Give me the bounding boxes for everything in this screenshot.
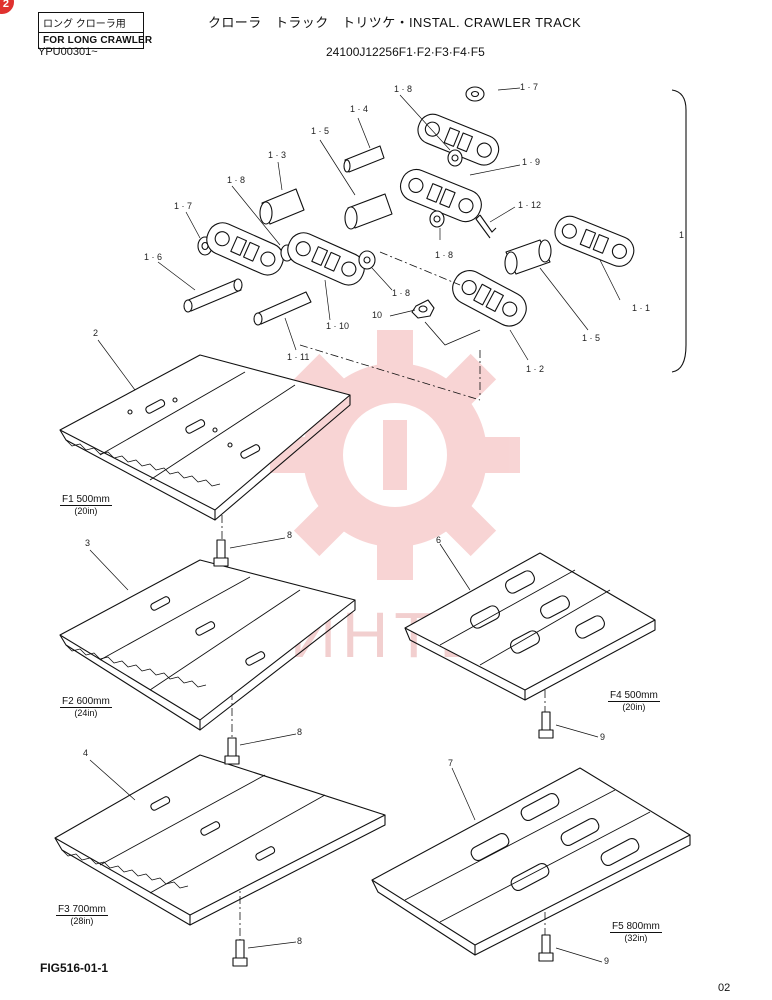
washer-1-8 (447, 149, 463, 167)
callout-2: 2 (93, 328, 99, 338)
pin-1-4 (343, 145, 385, 173)
note-jp: ロング クローラ用 (43, 19, 126, 30)
part-number: 24100J12256F1·F2·F3·F4·F5 (326, 45, 485, 59)
callout-1-7: 1 · 7 (520, 82, 539, 92)
callout-1-2: 1 · 2 (526, 364, 545, 374)
washer-1-7-top (465, 86, 485, 102)
track-link-1-10 (287, 232, 365, 286)
callout-1-3: 1 · 3 (268, 150, 287, 160)
callout-1-8: 1 · 8 (227, 175, 246, 185)
note-en: FOR LONG CRAWLER (39, 32, 152, 48)
shoe-plate-f3 (54, 754, 386, 926)
bolt-8-a (213, 539, 229, 567)
callout-3: 3 (85, 538, 91, 548)
pin-1-6 (183, 278, 243, 313)
shoe-label-f1: F1 500mm (20in) (60, 494, 112, 517)
shoe-inch-f1: (20in) (74, 506, 98, 516)
shoe-size-f1: F1 500mm (60, 494, 112, 506)
assembly-bracket (671, 89, 687, 373)
callout-8: 8 (297, 936, 303, 946)
callout-7: 7 (448, 758, 454, 768)
shoe-label-f4: F4 500mm (20in) (608, 690, 660, 713)
shoe-size-f5: F5 800mm (610, 921, 662, 933)
bushing-right (504, 239, 552, 275)
callout-9: 9 (600, 732, 606, 742)
callout-1-5: 1 · 5 (311, 126, 330, 136)
shoe-label-f5: F5 800mm (32in) (610, 921, 662, 944)
callout-1: 1 (679, 230, 685, 240)
callout-8: 8 (297, 727, 303, 737)
shoe-inch-f4: (20in) (622, 702, 646, 712)
callout-1-11: 1 · 11 (287, 352, 310, 362)
callout-1-9: 1 · 9 (522, 157, 541, 167)
page-title: クローラ トラック トリツケ・INSTAL. CRAWLER TRACK (208, 15, 582, 30)
serial-range: YPU00301~ (38, 46, 98, 58)
callout-1-6: 1 · 6 (144, 252, 163, 262)
callout-1-10: 1 · 10 (326, 321, 350, 331)
callout-1-4: 1 · 4 (350, 104, 369, 114)
callout-8: 8 (287, 530, 293, 540)
shoe-size-f3: F3 700mm (56, 904, 108, 916)
shoe-inch-f5: (32in) (624, 933, 648, 943)
shoe-size-f4: F4 500mm (608, 690, 660, 702)
callout-6: 6 (436, 535, 442, 545)
track-link-1-2 (452, 270, 527, 327)
track-link-1-1 (554, 215, 635, 267)
pin-1-11 (253, 291, 312, 326)
callout-9: 9 (604, 956, 610, 966)
callout-1-12: 1 · 12 (518, 200, 542, 210)
callout-1-8: 1 · 8 (394, 84, 413, 94)
callout-1-7: 1 · 7 (174, 201, 193, 211)
bolt-9-b (538, 934, 554, 962)
shoe-plate-f5 (371, 767, 691, 956)
shoe-inch-f3: (28in) (70, 916, 94, 926)
callout-10: 10 (372, 310, 383, 320)
track-link-1-9 (399, 168, 482, 223)
bolt-9-a (538, 711, 554, 739)
shoe-size-f2: F2 600mm (60, 696, 112, 708)
figure-number: FIG516-01-1 (40, 961, 109, 975)
bolt-8-c (232, 939, 248, 967)
shoe-plate-f4 (404, 552, 656, 701)
callout-4: 4 (83, 748, 89, 758)
cotter-pin (475, 214, 497, 239)
shoe-label-f2: F2 600mm (24in) (60, 696, 112, 719)
track-link-left (206, 222, 284, 276)
bolt-8-b (224, 737, 240, 765)
shoe-inch-f2: (24in) (74, 708, 98, 718)
bushing-1-5 (344, 193, 393, 230)
callout-1-5: 1 · 5 (582, 333, 601, 343)
callout-1-1: 1 · 1 (632, 303, 651, 313)
callout-1-8: 1 · 8 (435, 250, 454, 260)
nut-10 (411, 299, 435, 319)
page-number: 02 (718, 982, 731, 994)
shoe-plate-f1 (59, 354, 351, 521)
bushing-1-3 (259, 188, 305, 225)
applicability-box: ロング クローラ用 FOR LONG CRAWLER (38, 12, 152, 49)
callout-1-8: 1 · 8 (392, 288, 411, 298)
shoe-label-f3: F3 700mm (28in) (56, 904, 108, 927)
shoe-plate-f2 (59, 559, 356, 731)
